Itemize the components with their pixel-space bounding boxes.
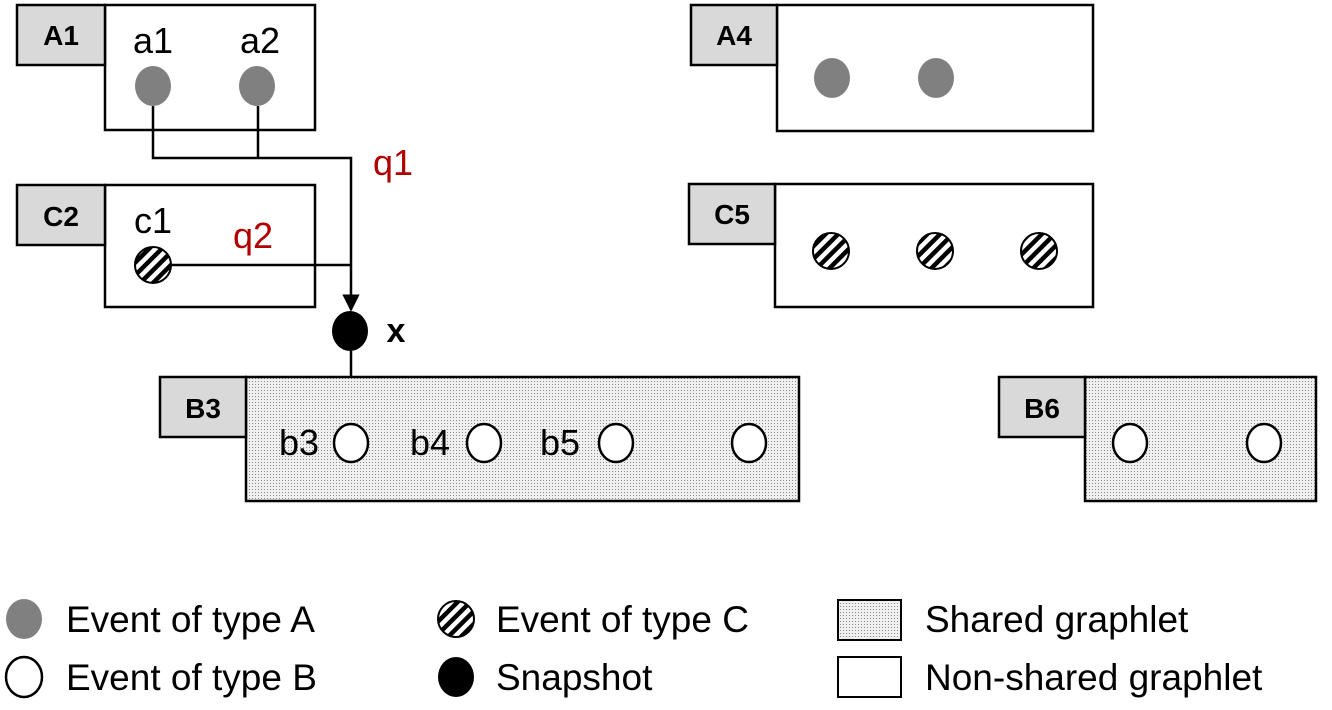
legend-non-shared-icon [837, 656, 902, 698]
event-c5-3 [1020, 232, 1058, 270]
legend: Event of type A Event of type B Event of… [4, 599, 1263, 699]
event-b-unlabeled-1 [597, 422, 635, 464]
graphlet-b3-tag-label: B3 [185, 393, 221, 424]
graphlet-a1-tag [15, 3, 107, 67]
query-edges: q1 q2 [151, 106, 413, 424]
legend-type-a-label: Event of type A [66, 599, 315, 640]
legend-type-b-icon [4, 655, 44, 699]
snapshot-node [332, 311, 368, 351]
event-c1 [134, 246, 172, 284]
query-q2-label: q2 [233, 215, 273, 256]
legend-shared-label: Shared graphlet [925, 599, 1189, 640]
graphlet-c2: C2 c1 [15, 183, 317, 309]
legend-type-a-icon [6, 599, 42, 639]
graphlet-b6-tag [997, 375, 1087, 439]
graphlet-a4: A4 [689, 3, 1095, 133]
event-a1 [135, 66, 171, 106]
snapshot-label: x [387, 312, 406, 350]
event-b6-1 [1111, 422, 1149, 464]
event-a2-label: a2 [240, 20, 280, 61]
event-a2 [239, 66, 275, 106]
graphlet-b6-tag-label: B6 [1024, 393, 1060, 424]
graphlet-a4-tag-label: A4 [716, 20, 752, 51]
legend-non-shared-label: Non-shared graphlet [925, 657, 1263, 698]
event-b5-label: b5 [540, 422, 580, 463]
event-b6-2 [1245, 422, 1283, 464]
legend-type-b-label: Event of type B [66, 657, 317, 698]
legend-shared-icon [837, 599, 902, 641]
event-a4-2 [918, 58, 954, 98]
graphlet-c5-tag-label: C5 [714, 199, 750, 230]
event-c5-2 [916, 232, 954, 270]
graphlet-c5-tag [687, 182, 777, 246]
graphlet-a1-tag-label: A1 [43, 20, 79, 51]
event-c5-1 [812, 232, 850, 270]
graphlet-c2-tag-label: C2 [43, 201, 79, 232]
legend-type-c-icon [437, 600, 475, 638]
event-a4-1 [814, 58, 850, 98]
event-b4 [465, 422, 503, 464]
graphlet-c2-tag [15, 183, 107, 247]
graphlet-b3: B3 b3 b4 b5 [158, 375, 801, 503]
graphlet-b3-tag [158, 375, 248, 439]
graphlet-c2-box [103, 183, 317, 309]
graphlet-a1: A1 a1 a2 [15, 3, 317, 132]
edge-q1 [151, 106, 360, 312]
graphlet-b6: B6 [997, 375, 1318, 503]
event-b-unlabeled-2 [730, 422, 768, 464]
event-c1-label: c1 [134, 200, 172, 241]
legend-type-c-label: Event of type C [496, 599, 749, 640]
event-a1-label: a1 [133, 20, 173, 61]
event-b3-label: b3 [279, 422, 319, 463]
event-b4-label: b4 [410, 422, 450, 463]
legend-snapshot-icon [438, 657, 474, 697]
graphlet-a1-box [103, 3, 317, 132]
graphlet-b3-box [244, 375, 801, 503]
legend-snapshot-label: Snapshot [496, 657, 653, 698]
graphlet-c5: C5 [687, 182, 1095, 309]
snapshot: x [332, 311, 406, 351]
event-b3 [332, 422, 370, 464]
query-q1-label: q1 [373, 142, 413, 183]
graphlet-a4-tag [689, 3, 779, 67]
